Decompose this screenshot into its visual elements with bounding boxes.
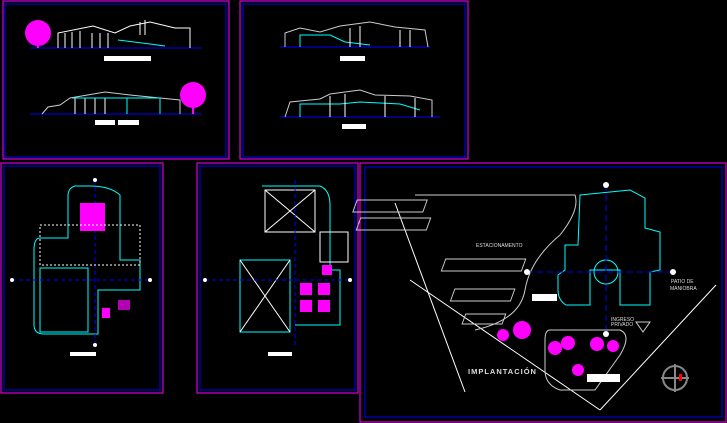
- entrance-label-line1: INGRESO: [611, 317, 634, 323]
- panel-site-plan: [359, 162, 727, 423]
- tree-icon: [497, 329, 509, 341]
- tree-icon: [572, 364, 584, 376]
- tree-icon: [548, 341, 562, 355]
- panel-frame: [2, 0, 230, 160]
- parking-label: ESTACIONAMENTO: [476, 243, 523, 249]
- panel-floor-plan-1: [0, 162, 164, 394]
- panel-inner-frame: [4, 3, 227, 158]
- tree-icon: [607, 340, 619, 352]
- site-plan-title: IMPLANTACIÓN: [468, 367, 537, 376]
- panel-floor-plan-2: [196, 162, 359, 394]
- trees: [497, 321, 619, 376]
- maneuver-label-line2: MANIOBRA: [670, 286, 697, 292]
- elevation-front: [25, 20, 206, 125]
- panel-elevations-1: [2, 0, 230, 160]
- site-plan-drawing: [352, 182, 717, 411]
- panel-elevations-2: [239, 0, 469, 160]
- tree-icon: [513, 321, 531, 339]
- tree-icon: [25, 20, 51, 46]
- elevation-side: [280, 21, 440, 129]
- floor-plan-upper: [203, 180, 352, 356]
- maneuver-label-line1: PATIO DE: [671, 279, 694, 285]
- tree-icon: [561, 336, 575, 350]
- tree-icon: [590, 337, 604, 351]
- floor-plan-ground: [10, 178, 152, 356]
- entrance-label-line2: PRIVADO: [611, 322, 633, 328]
- parking-stalls: [352, 199, 527, 325]
- north-arrow-icon: [661, 364, 689, 392]
- tree-icon: [180, 82, 206, 108]
